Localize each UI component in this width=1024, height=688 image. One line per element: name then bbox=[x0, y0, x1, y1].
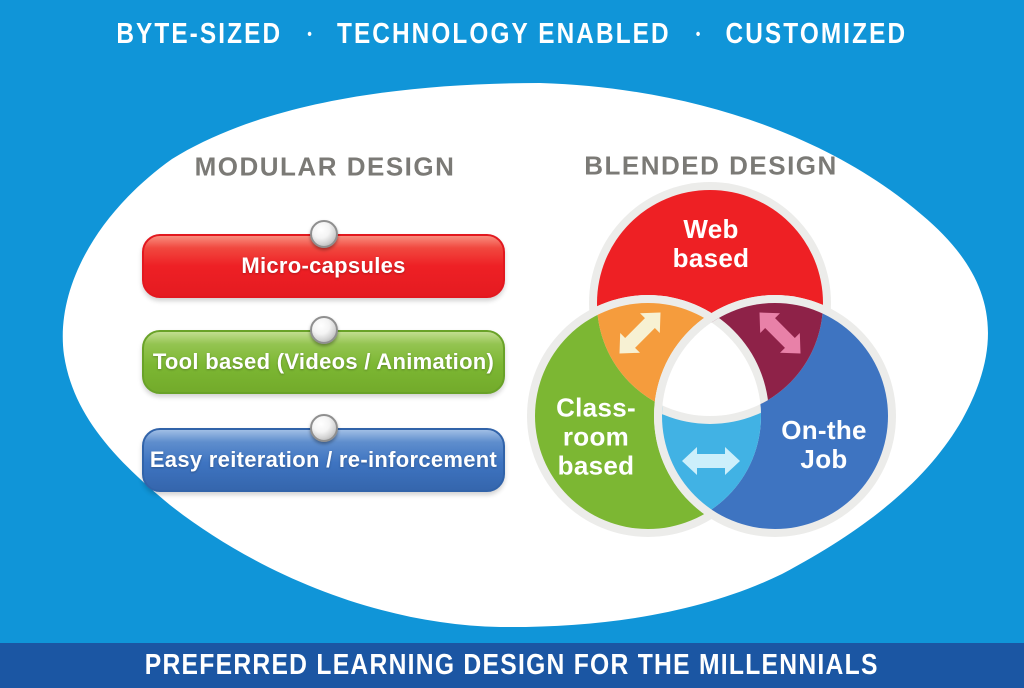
pin-sphere-icon bbox=[309, 414, 338, 442]
bullet-separator-icon: • bbox=[307, 25, 313, 43]
tagline-item-byte-sized: BYTE-SIZED bbox=[116, 17, 283, 50]
tagline-item-customized: CUSTOMIZED bbox=[725, 17, 908, 50]
pin-sphere-icon bbox=[309, 316, 338, 344]
tagline-item-technology-enabled: TECHNOLOGY ENABLED bbox=[337, 17, 671, 50]
pill-micro-capsules: Micro-capsules bbox=[142, 220, 505, 298]
venn-label-classroom-based: Class- room based bbox=[556, 392, 636, 481]
pill-label: Tool based (Videos / Animation) bbox=[152, 349, 495, 374]
footer-bar: PREFERRED LEARNING DESIGN FOR THE MILLEN… bbox=[0, 643, 1024, 688]
venn-label-web-based: Web based bbox=[672, 213, 750, 273]
pill-tool-based: Tool based (Videos / Animation) bbox=[142, 316, 505, 394]
pill-easy-reiteration: Easy reiteration / re-inforcement bbox=[142, 414, 505, 492]
footer-title: PREFERRED LEARNING DESIGN FOR THE MILLEN… bbox=[145, 649, 879, 681]
pill-label: Easy reiteration / re-inforcement bbox=[149, 447, 498, 472]
header-tagline-text: BYTE-SIZED • TECHNOLOGY ENABLED • CUSTOM… bbox=[117, 18, 908, 51]
header-tagline: BYTE-SIZED • TECHNOLOGY ENABLED • CUSTOM… bbox=[0, 14, 1024, 54]
venn-label-on-the-job: On-the Job bbox=[781, 414, 867, 474]
pill-label: Micro-capsules bbox=[241, 253, 406, 278]
venn-diagram bbox=[527, 182, 896, 537]
blended-design-title: BLENDED DESIGN bbox=[584, 150, 838, 181]
modular-design-title: MODULAR DESIGN bbox=[194, 151, 456, 182]
pin-sphere-icon bbox=[309, 220, 338, 248]
bullet-separator-icon: • bbox=[696, 25, 701, 43]
